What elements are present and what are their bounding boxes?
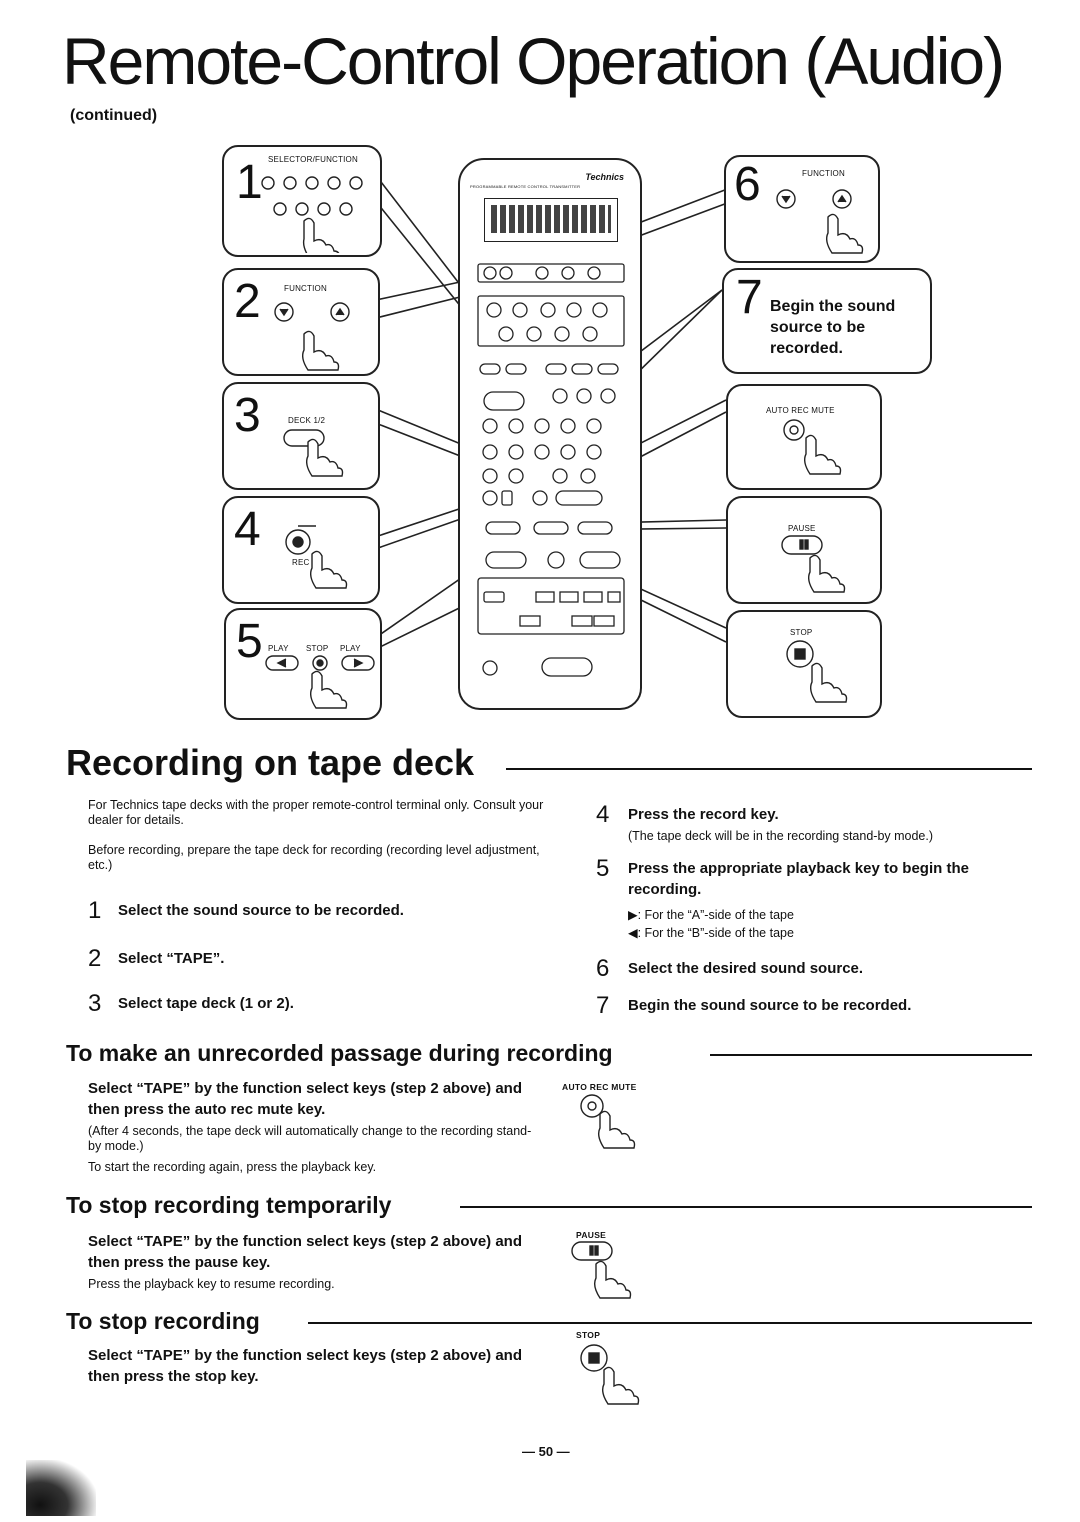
box-label: AUTO REC MUTE <box>766 406 835 415</box>
step-text: Begin the sound source to be recorded. <box>628 997 912 1014</box>
box-label: DECK 1/2 <box>288 416 326 425</box>
figure-box-7: 7 Begin the sound source to be recorded. <box>722 268 932 374</box>
box-number: 5 <box>236 615 263 668</box>
box-label: FUNCTION <box>284 284 327 293</box>
figure-box-auto-rec-mute: AUTO REC MUTE <box>726 384 882 490</box>
instruction-note: Press the playback key to resume recordi… <box>88 1277 335 1291</box>
step-text: Select “TAPE”. <box>118 950 225 967</box>
section-heading-stop: To stop recording <box>66 1308 260 1334</box>
box-number: 3 <box>234 389 261 442</box>
page-number: — 50 — <box>522 1444 570 1459</box>
step-number: 1 <box>88 897 102 924</box>
step-text: Press the appropriate playback key to be… <box>628 860 969 898</box>
intro-paragraph: Before recording, prepare the tape deck … <box>88 843 540 872</box>
step-3: 3 Select tape deck (1 or 2). <box>88 990 294 1018</box>
instruction-note: (After 4 seconds, the tape deck will aut… <box>88 1124 532 1153</box>
figure-box-4: 4 REC <box>222 496 380 604</box>
scan-artifact <box>26 1460 96 1516</box>
pause-key-icon <box>781 535 846 593</box>
figure-box-6: 6 FUNCTION <box>724 155 880 263</box>
rec-key-icon <box>285 525 348 589</box>
step-4: 4 Press the record key. <box>596 801 779 829</box>
step-text: Select the desired sound source. <box>628 960 864 977</box>
intro-paragraph: For Technics tape decks with the proper … <box>88 798 544 827</box>
continued-label: (continued) <box>70 107 158 124</box>
box-number: 2 <box>234 275 261 328</box>
box-label: SELECTOR/FUNCTION <box>268 155 358 164</box>
function-keys-icon <box>274 302 350 371</box>
remote-control: Technics PROGRAMMABLE REMOTE CONTROL TRA… <box>458 158 642 710</box>
figure-box-5: 5 PLAY STOP PLAY <box>224 608 382 720</box>
box-label: FUNCTION <box>802 169 845 178</box>
step-note-b-side: ◀: For the “B”-side of the tape <box>628 926 794 940</box>
icon-caption: AUTO REC MUTE <box>562 1082 637 1092</box>
remote-brand: Technics <box>585 172 624 182</box>
auto-rec-mute-icon <box>580 1094 636 1149</box>
instruction-note: To start the recording again, press the … <box>88 1160 377 1174</box>
deck-key-icon <box>283 429 344 477</box>
box-label: REC <box>292 558 310 567</box>
step-number: 7 <box>596 992 610 1019</box>
figure-box-3: 3 DECK 1/2 <box>222 382 380 490</box>
step-7: 7 Begin the sound source to be recorded. <box>596 992 911 1020</box>
figure-box-pause: PAUSE <box>726 496 882 604</box>
box-number: 7 <box>736 271 763 324</box>
box-label: STOP <box>790 628 813 637</box>
box-number: 1 <box>236 156 263 209</box>
instruction-bold: Select “TAPE” by the function select key… <box>88 1080 523 1118</box>
step-number: 2 <box>88 945 102 972</box>
heading-rule <box>460 1206 1032 1208</box>
play-stop-keys-icon <box>265 655 375 709</box>
step-note-a-side: ▶: For the “A”-side of the tape <box>628 908 794 922</box>
heading-rule <box>710 1054 1032 1056</box>
box-number: 4 <box>234 503 261 556</box>
step-number: 6 <box>596 955 610 982</box>
remote-display <box>484 198 618 242</box>
page-title: Remote-Control Operation (Audio) <box>62 24 1005 98</box>
step-text: Press the record key. <box>628 806 779 823</box>
step-5: 5 Press the appropriate playback key to … <box>596 855 1036 900</box>
step-2: 2 Select “TAPE”. <box>88 945 224 973</box>
figure-box-1: 1 SELECTOR/FUNCTION <box>222 145 382 257</box>
box-label: PAUSE <box>788 524 816 533</box>
box-label-play: PLAY <box>340 644 361 653</box>
icon-caption: PAUSE <box>576 1230 607 1240</box>
step-number: 4 <box>596 801 610 828</box>
heading-rule <box>506 768 1032 770</box>
figure-box-2: 2 FUNCTION <box>222 268 380 376</box>
step-number: 5 <box>596 855 610 882</box>
remote-keypad <box>477 263 625 677</box>
box-number: 6 <box>734 158 761 211</box>
icon-caption: STOP <box>576 1330 601 1340</box>
instruction-bold: Select “TAPE” by the function select key… <box>88 1347 523 1385</box>
stop-key-icon <box>580 1344 640 1405</box>
function-keys-icon <box>776 189 864 254</box>
instruction-bold: Select “TAPE” by the function select key… <box>88 1233 523 1271</box>
section-heading-temporarily: To stop recording temporarily <box>66 1192 392 1218</box>
selector-keys-icon <box>261 176 363 253</box>
step-text: Select the sound source to be recorded. <box>118 902 404 919</box>
auto-rec-mute-icon <box>783 419 842 475</box>
step-note: (The tape deck will be in the recording … <box>628 829 934 843</box>
section-heading-recording: Recording on tape deck <box>66 742 475 783</box>
box-label-play: PLAY <box>268 644 289 653</box>
remote-subtitle: PROGRAMMABLE REMOTE CONTROL TRANSMITTER <box>470 184 581 189</box>
box-text: Begin the sound source to be recorded. <box>770 298 896 357</box>
step-1: 1 Select the sound source to be recorded. <box>88 897 404 925</box>
stop-key-icon <box>786 640 848 703</box>
step-6: 6 Select the desired sound source. <box>596 955 863 983</box>
section-heading-unrecorded: To make an unrecorded passage during rec… <box>66 1040 613 1066</box>
step-number: 3 <box>88 990 102 1017</box>
heading-rule <box>308 1322 1032 1324</box>
step-text: Select tape deck (1 or 2). <box>118 995 294 1012</box>
figure-box-stop: STOP <box>726 610 882 718</box>
pause-key-icon <box>571 1241 632 1299</box>
box-label-stop: STOP <box>306 644 329 653</box>
